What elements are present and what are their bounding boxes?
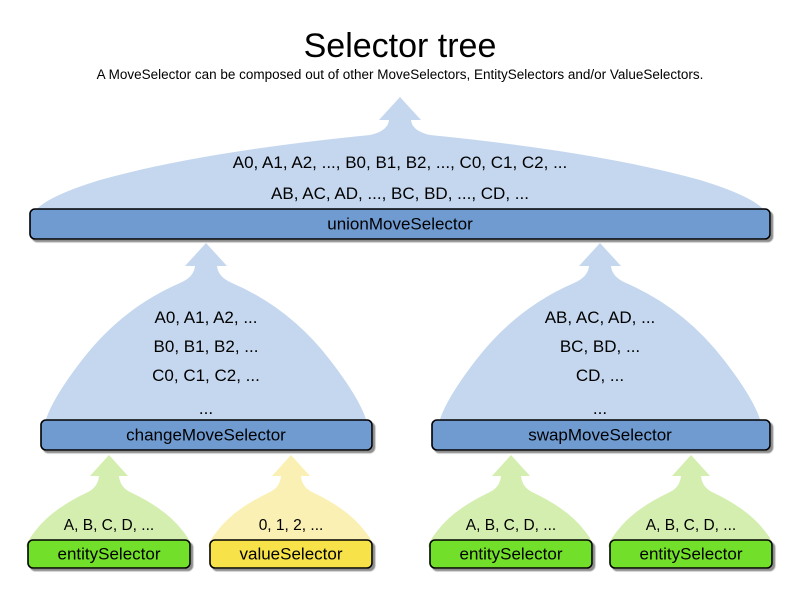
- leaf4-label-box[interactable]: [609, 539, 773, 569]
- node-entity-selector-3[interactable]: A, B, C, D, ... entitySelector: [608, 455, 774, 569]
- swap-label: swapMoveSelector: [528, 425, 672, 444]
- leaf2-label: valueSelector: [239, 544, 342, 563]
- leaf4-line-0: A, B, C, D, ...: [646, 517, 736, 534]
- leaf4-dome-shape: [608, 455, 774, 547]
- leaf1-label-box[interactable]: [27, 539, 191, 569]
- node-union-move-selector[interactable]: A0, A1, A2, ..., B0, B1, B2, ..., C0, C1…: [29, 97, 771, 240]
- leaf1-label: entitySelector: [58, 544, 161, 563]
- node-change-move-selector[interactable]: A0, A1, A2, ... B0, B1, B2, ... C0, C1, …: [40, 243, 373, 451]
- change-line-3: ...: [199, 399, 213, 418]
- node-entity-selector-2[interactable]: A, B, C, D, ... entitySelector: [428, 455, 594, 569]
- node-entity-selector-1[interactable]: A, B, C, D, ... entitySelector: [26, 455, 192, 569]
- leaf2-label-box[interactable]: [209, 539, 373, 569]
- change-label-box[interactable]: [40, 419, 373, 451]
- leaf1-dome-shape: [26, 455, 192, 547]
- union-label-box[interactable]: [29, 208, 771, 240]
- leaf3-label: entitySelector: [460, 544, 563, 563]
- swap-line-3: ...: [593, 399, 607, 418]
- swap-line-2: CD, ...: [576, 366, 624, 385]
- page-subtitle: A MoveSelector can be composed out of ot…: [96, 67, 704, 82]
- change-line-2: C0, C1, C2, ...: [152, 366, 260, 385]
- leaf3-line-0: A, B, C, D, ...: [466, 517, 556, 534]
- leaf1-line-0: A, B, C, D, ...: [64, 517, 154, 534]
- node-swap-move-selector[interactable]: AB, AC, AD, ... BC, BD, ... CD, ... ... …: [431, 243, 771, 451]
- change-label: changeMoveSelector: [126, 425, 286, 444]
- swap-dome-shape: [438, 243, 762, 427]
- swap-label-box[interactable]: [431, 419, 771, 451]
- leaf3-dome-shape: [428, 455, 594, 547]
- leaf3-label-box[interactable]: [429, 539, 593, 569]
- swap-line-1: BC, BD, ...: [560, 337, 640, 356]
- change-line-1: B0, B1, B2, ...: [154, 337, 259, 356]
- swap-line-0: AB, AC, AD, ...: [545, 308, 656, 327]
- leaf2-line-0: 0, 1, 2, ...: [259, 517, 324, 534]
- node-value-selector-1[interactable]: 0, 1, 2, ... valueSelector: [208, 455, 374, 569]
- union-label: unionMoveSelector: [327, 214, 473, 233]
- page-title: Selector tree: [303, 27, 497, 65]
- leaf2-dome-shape: [208, 455, 374, 547]
- union-dome-shape: [32, 97, 768, 216]
- union-line-1: AB, AC, AD, ..., BC, BD, ..., CD, ...: [271, 184, 529, 203]
- change-dome-shape: [44, 243, 368, 427]
- change-line-0: A0, A1, A2, ...: [154, 308, 257, 327]
- leaf4-label: entitySelector: [640, 544, 743, 563]
- union-line-0: A0, A1, A2, ..., B0, B1, B2, ..., C0, C1…: [233, 153, 568, 172]
